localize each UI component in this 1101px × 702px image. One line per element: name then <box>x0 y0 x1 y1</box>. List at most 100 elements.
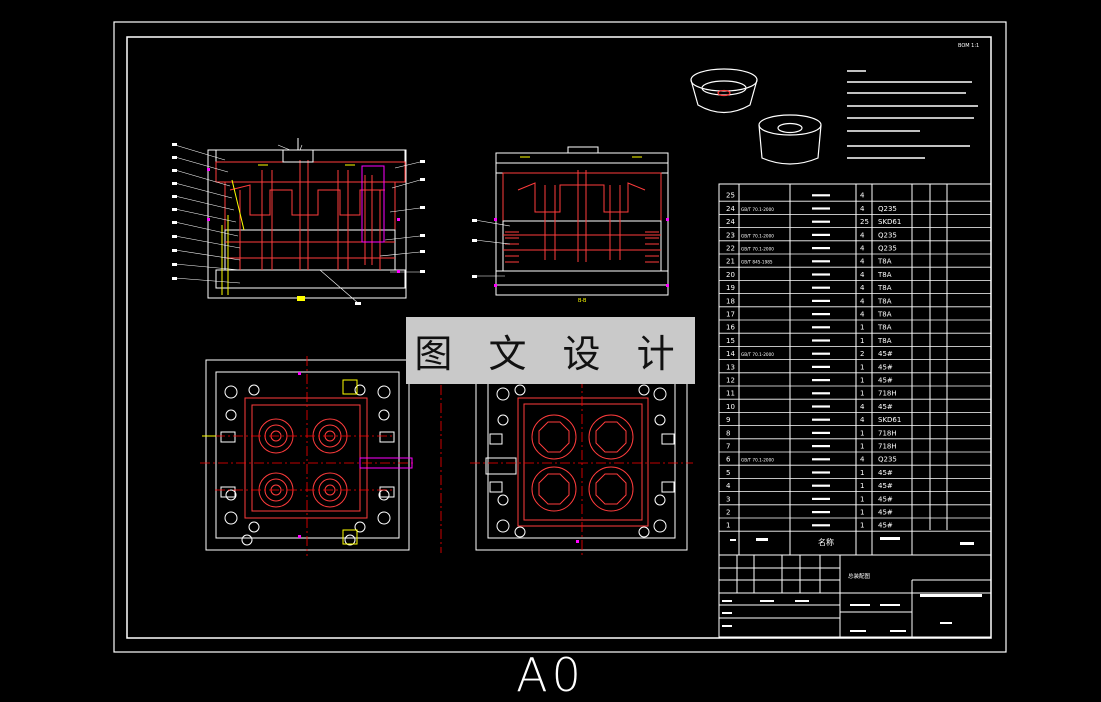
bom-material: 45# <box>878 522 893 530</box>
bom-material: 45# <box>878 350 893 358</box>
bom-item-number: 22 <box>726 245 735 253</box>
bom-item-number: 9 <box>726 416 730 424</box>
bom-row: 24 25 SKD61 <box>719 218 991 229</box>
section-label: B-B <box>578 298 587 304</box>
bom-item-number: 6 <box>726 456 731 464</box>
bom-row: 5 1 45# <box>719 469 991 479</box>
bom-item-number: 5 <box>726 469 730 477</box>
bom-part-name-glyphs <box>812 458 830 461</box>
bom-item-number: 2 <box>726 509 730 517</box>
bom-quantity: 4 <box>860 245 865 253</box>
bom-quantity: 4 <box>860 271 865 279</box>
bom-standard: GB/T 70.1-2000 <box>741 458 774 463</box>
title-block <box>718 554 992 638</box>
bom-quantity: 1 <box>860 482 864 490</box>
watermark-text: 图 文 设 计 <box>414 332 687 376</box>
bom-item-number: 10 <box>726 403 735 411</box>
bom-quantity: 1 <box>860 324 864 332</box>
bom-part-name-glyphs <box>812 445 830 448</box>
bom-item-number: 7 <box>726 443 730 451</box>
bom-part-name-glyphs <box>812 207 830 210</box>
bom-quantity: 1 <box>860 429 864 437</box>
bom-part-name-glyphs <box>812 326 830 329</box>
bom-standard: GB/T 70.1-2000 <box>741 233 774 238</box>
bom-part-name-glyphs <box>812 431 830 434</box>
bom-part-name-glyphs <box>812 352 830 355</box>
bom-part-name-glyphs <box>812 405 830 408</box>
bom-part-name-glyphs <box>812 273 830 276</box>
bom-item-number: 3 <box>726 495 730 503</box>
bom-standard: GB/T 845-1985 <box>741 260 773 265</box>
bom-part-name-glyphs <box>812 484 830 487</box>
bom-item-number: 24 <box>726 218 735 226</box>
bom-item-number: 21 <box>726 258 735 266</box>
bom-item-number: 4 <box>726 482 731 490</box>
bom-quantity: 4 <box>860 231 865 239</box>
bom-part-name-glyphs <box>812 313 830 316</box>
bom-part-name-glyphs <box>812 247 830 250</box>
bom-quantity: 1 <box>860 337 864 345</box>
product-isometric-sketches <box>690 68 822 165</box>
bom-quantity: 25 <box>860 218 869 226</box>
bom-item-number: 11 <box>726 390 735 398</box>
bom-part-name-glyphs <box>812 220 830 223</box>
bom-material: SKD61 <box>878 218 901 226</box>
bom-part-name-glyphs <box>812 286 830 289</box>
bill-of-materials <box>718 183 992 556</box>
bom-item-number: 13 <box>726 363 735 371</box>
bom-item-number: 16 <box>726 324 735 332</box>
bom-quantity: 1 <box>860 509 864 517</box>
bom-standard: GB/T 70.1-2000 <box>741 207 774 212</box>
bom-quantity: 1 <box>860 390 864 398</box>
fixed-half-plan-view <box>200 356 415 556</box>
bom-part-name-glyphs <box>812 511 830 514</box>
bom-material: T8A <box>877 284 892 292</box>
bom-quantity: 4 <box>860 403 865 411</box>
bom-quantity: 2 <box>860 350 864 358</box>
watermark-banner: 图 文 设 计 <box>406 317 695 384</box>
bom-material: 45# <box>878 482 893 490</box>
bom-item-number: 17 <box>726 311 735 319</box>
bom-quantity: 1 <box>860 522 864 530</box>
bom-quantity: 4 <box>860 284 865 292</box>
bom-quantity: 1 <box>860 363 864 371</box>
bom-material: SKD61 <box>878 416 901 424</box>
technical-notes <box>847 70 978 159</box>
bom-item-number: 12 <box>726 377 735 385</box>
section-view-b-b: B-B <box>472 146 669 304</box>
bom-item-number: 25 <box>726 192 735 200</box>
bom-material: 45# <box>878 495 893 503</box>
bom-quantity: 1 <box>860 495 864 503</box>
bom-quantity: 1 <box>860 469 864 477</box>
bom-material: 45# <box>878 469 893 477</box>
bom-quantity: 4 <box>860 311 865 319</box>
bom-part-name-glyphs <box>812 365 830 368</box>
bom-quantity: 4 <box>860 456 865 464</box>
bom-row: 2 1 45# <box>719 509 991 519</box>
bom-part-name-glyphs <box>812 260 830 263</box>
bom-material: T8A <box>877 297 892 305</box>
bom-part-name-glyphs <box>812 418 830 421</box>
bom-quantity: 4 <box>860 416 865 424</box>
bom-material: Q235 <box>878 205 897 213</box>
title-block-fills <box>722 594 982 632</box>
bom-material: Q235 <box>878 456 897 464</box>
bom-quantity: 4 <box>860 297 865 305</box>
bom-material: 45# <box>878 377 893 385</box>
bom-quantity: 1 <box>860 377 864 385</box>
bom-material: T8A <box>877 271 892 279</box>
bom-part-name-glyphs <box>812 194 830 197</box>
bom-material: 45# <box>878 509 893 517</box>
